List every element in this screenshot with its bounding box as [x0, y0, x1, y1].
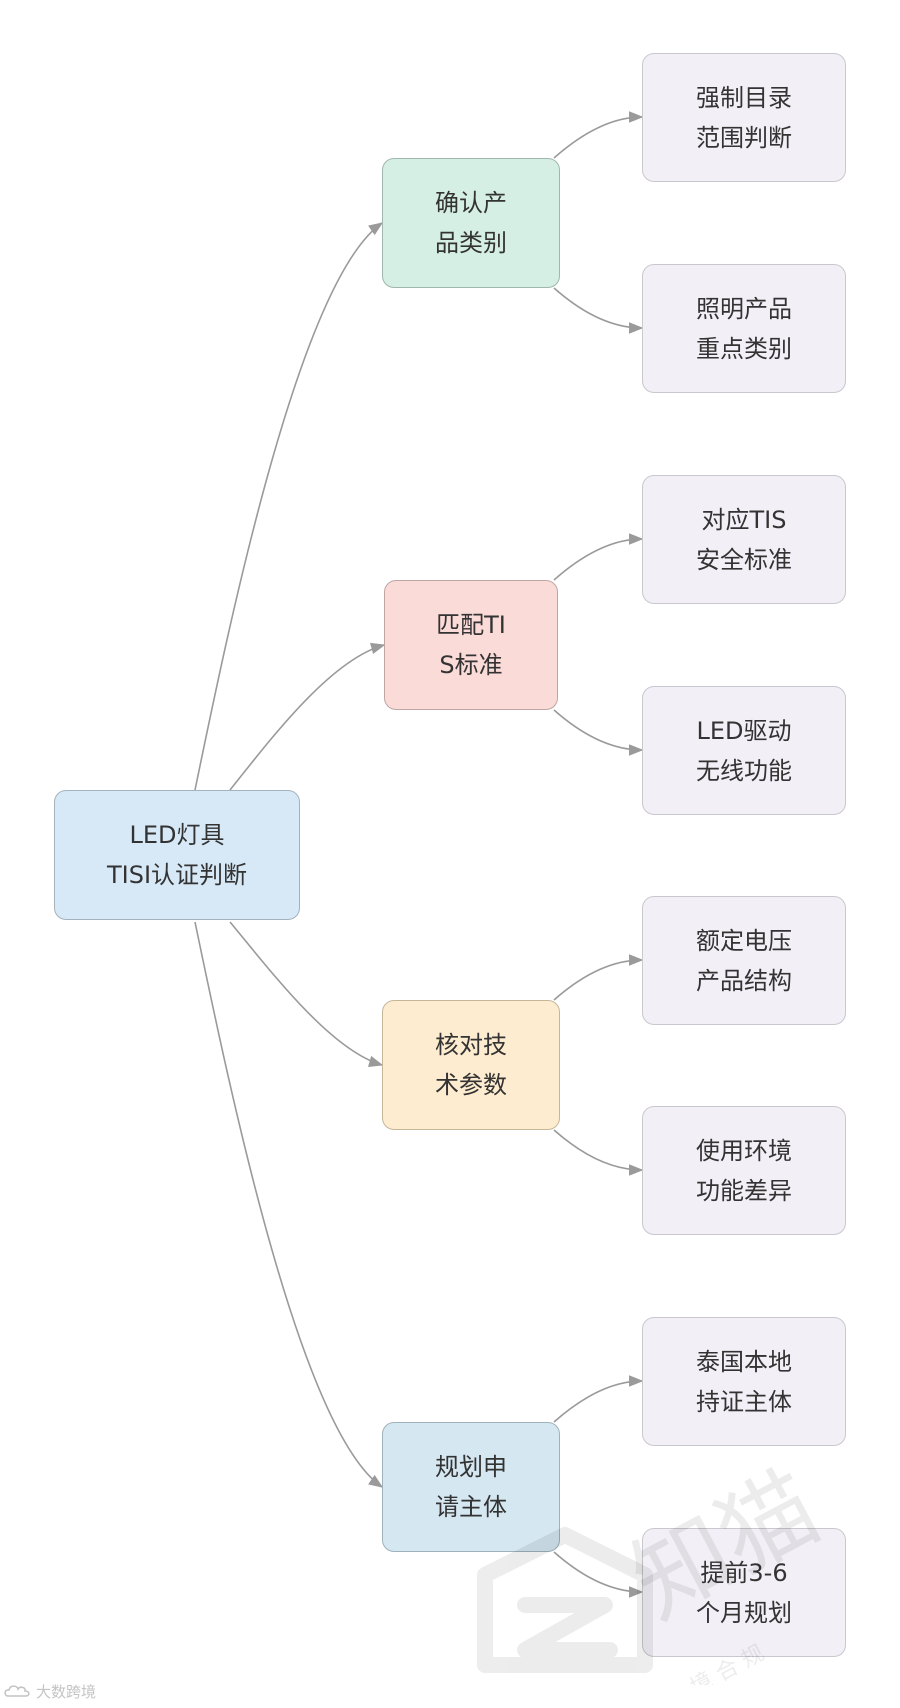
- leaf-node: 使用环境 功能差异: [642, 1106, 846, 1235]
- branch-node-3: 核对技 术参数: [382, 1000, 560, 1130]
- leaf-node-label: LED驱动: [696, 716, 792, 745]
- edge-branch-2-leaf-2: [553, 709, 644, 756]
- leaf-node-label: 强制目录: [696, 83, 792, 112]
- leaf-node-label: 无线功能: [696, 756, 792, 785]
- edge-root-branch-4: [194, 921, 384, 1488]
- branch-node-label: 核对技: [435, 1031, 507, 1059]
- branch-node-label: S标准: [439, 651, 503, 679]
- root-node: LED灯具 TISI认证判断: [54, 790, 300, 920]
- leaf-node-label: 安全标准: [696, 545, 792, 574]
- leaf-node-label: 功能差异: [696, 1176, 792, 1205]
- leaf-node-label: 产品结构: [696, 966, 792, 995]
- edge-branch-2-leaf-1: [553, 533, 644, 581]
- leaf-node: 照明产品 重点类别: [642, 264, 846, 393]
- root-node-line-1: LED灯具: [129, 821, 225, 849]
- leaf-node-label: 提前3-6: [700, 1558, 788, 1587]
- leaf-node: 提前3-6 个月规划: [642, 1528, 846, 1657]
- root-node-line-2: TISI认证判断: [106, 861, 248, 889]
- branch-node-label: 确认产: [435, 189, 507, 217]
- leaf-node-label: 重点类别: [696, 334, 792, 363]
- corner-logo: 大数跨境: [4, 1680, 96, 1702]
- branch-node-label: 请主体: [435, 1493, 507, 1521]
- branch-node-1: 确认产 品类别: [382, 158, 560, 288]
- leaf-node: 额定电压 产品结构: [642, 896, 846, 1025]
- branch-node-4: 规划申 请主体: [382, 1422, 560, 1552]
- leaf-node-label: 额定电压: [696, 926, 792, 955]
- edge-branch-1-leaf-2: [553, 287, 644, 334]
- svg-text:跨 境 合 规: 跨 境 合 规: [661, 1641, 769, 1685]
- leaf-node-label: 个月规划: [696, 1598, 792, 1627]
- leaf-node-label: 范围判断: [696, 123, 792, 152]
- leaf-node: 强制目录 范围判断: [642, 53, 846, 182]
- branch-node-label: 品类别: [435, 229, 507, 257]
- edge-branch-1-leaf-1: [553, 111, 644, 159]
- branch-node-2: 匹配TI S标准: [384, 580, 558, 710]
- leaf-node-label: 泰国本地: [696, 1347, 792, 1376]
- branch-node-label: 规划申: [435, 1453, 507, 1481]
- corner-logo-text: 大数跨境: [36, 1682, 97, 1701]
- edge-root-branch-3: [229, 921, 384, 1067]
- leaf-node-label: 持证主体: [696, 1387, 792, 1416]
- leaf-node-label: 使用环境: [696, 1136, 792, 1165]
- edge-root-branch-2: [229, 642, 386, 791]
- cloud-icon: [4, 1684, 32, 1698]
- edge-branch-4-leaf-2: [553, 1551, 644, 1598]
- leaf-node: LED驱动 无线功能: [642, 686, 846, 815]
- leaf-node-label: 照明产品: [696, 294, 792, 323]
- leaf-node-label: 对应TIS: [701, 505, 787, 534]
- watermark-logo: 知猫 跨 境 合 规: [477, 1455, 836, 1685]
- branch-node-label: 匹配TI: [436, 611, 506, 639]
- leaf-node: 泰国本地 持证主体: [642, 1317, 846, 1446]
- branch-node-label: 术参数: [435, 1071, 507, 1099]
- leaf-node: 对应TIS 安全标准: [642, 475, 846, 604]
- edge-branch-4-leaf-1: [553, 1375, 644, 1423]
- edge-branch-3-leaf-1: [553, 954, 644, 1001]
- edge-branch-3-leaf-2: [553, 1129, 644, 1176]
- edge-root-branch-1: [194, 222, 384, 791]
